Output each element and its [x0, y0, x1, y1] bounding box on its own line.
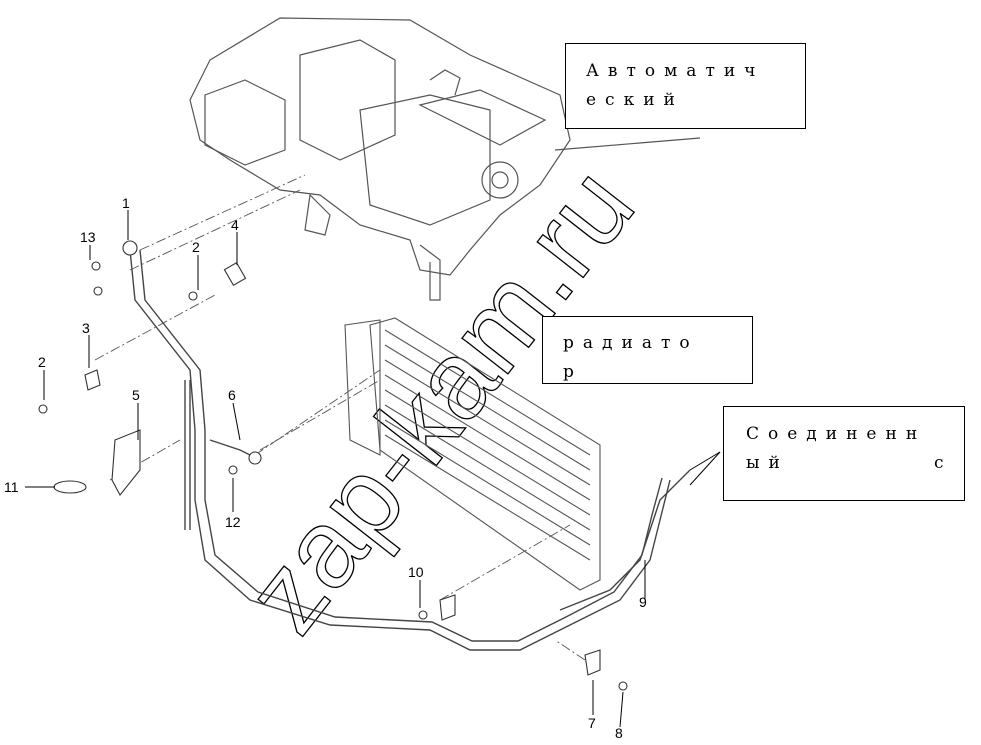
callout-numbers: 1 2 3 4 5 6 7 8 9 10 11 12 13 2: [4, 195, 647, 741]
label-connected: Соединенн ый с: [723, 406, 965, 501]
callout-11: 11: [4, 479, 19, 495]
callout-4: 4: [231, 217, 239, 233]
label-connected-line2b: с: [934, 453, 953, 473]
callout-7: 7: [588, 715, 596, 731]
callout-5: 5: [132, 387, 140, 403]
condenser: [344, 317, 601, 591]
ac-hoses: [129, 249, 691, 651]
label-automatic: Автоматич еский: [565, 43, 806, 129]
callout-12: 12: [225, 514, 241, 530]
label-connected-line2-row: ый с: [746, 449, 964, 478]
callout-10: 10: [408, 564, 424, 580]
label-connected-line1: Соединенн: [746, 424, 927, 444]
callout-1: 1: [122, 195, 130, 211]
label-radiator: радиато р: [542, 316, 753, 384]
label-automatic-line2: еский: [586, 90, 684, 110]
label-automatic-line1: Автоматич: [586, 61, 765, 81]
callout-13: 13: [80, 229, 96, 245]
watermark: zap-kam.ru: [222, 146, 658, 655]
leader-lines: [94, 174, 586, 661]
callout-2b: 2: [38, 354, 46, 370]
label-radiator-line1: радиато: [563, 333, 699, 353]
callout-leaders: [25, 210, 721, 728]
callout-3: 3: [82, 320, 90, 336]
label-radiator-line2: р: [563, 362, 583, 382]
callout-8: 8: [615, 725, 623, 741]
hvac-unit: [189, 17, 701, 301]
callout-2: 2: [192, 239, 200, 255]
callout-6: 6: [228, 387, 236, 403]
label-connected-line2: ый: [746, 453, 789, 473]
callout-9: 9: [639, 594, 647, 610]
